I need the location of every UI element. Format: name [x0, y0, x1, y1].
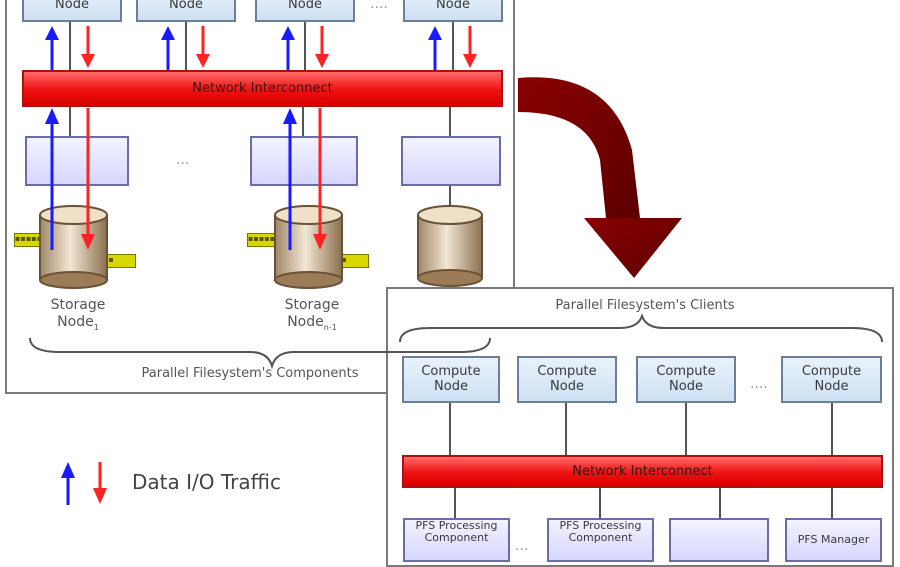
- server-processing-box-1: [25, 136, 129, 186]
- components-brace: [29, 337, 491, 370]
- client-connector-lines: [449, 403, 833, 518]
- compute-node-1: Compute Node: [402, 356, 500, 403]
- disk-icon-2: [274, 205, 343, 289]
- ellipsis-clients: ....: [750, 376, 768, 392]
- server-processing-box-3: [401, 136, 501, 186]
- legend-arrows: [61, 462, 107, 505]
- diagram-artwork: [29, 22, 883, 518]
- compute-node-4: Compute Node: [781, 356, 882, 403]
- server-node-1: Node: [22, 0, 122, 22]
- big-curved-arrow: [518, 77, 682, 278]
- server-processing-box-2: [250, 136, 358, 186]
- clients-brace: [399, 312, 883, 343]
- clients-title: Parallel Filesystem's Clients: [555, 298, 735, 313]
- storage-node-label-1: Storage Node1: [50, 297, 106, 332]
- components-caption: Parallel Filesystem's Components: [141, 366, 359, 381]
- server-node-3: Node: [255, 0, 355, 22]
- pfs-manager: PFS Manager: [785, 518, 882, 562]
- compute-node-3: Compute Node: [636, 356, 736, 403]
- write-traffic-arrows: [81, 26, 477, 250]
- read-traffic-arrows: [45, 26, 442, 250]
- disk-icon-1: [39, 205, 108, 289]
- network-interconnect-lower: Network Interconnect: [402, 455, 883, 488]
- compute-node-2: Compute Node: [517, 356, 617, 403]
- storage-node-label-2: Storage Noden-1: [284, 297, 340, 332]
- disk-icon-3: [417, 205, 483, 287]
- ellipsis-top: ....: [370, 0, 388, 12]
- legend-label: Data I/O Traffic: [132, 470, 281, 494]
- server-node-2: Node: [136, 0, 236, 22]
- network-interconnect-upper: Network Interconnect: [22, 70, 503, 107]
- server-node-4: Node: [403, 0, 503, 22]
- upper-connector-lines: [69, 22, 454, 212]
- ellipsis-middle: ...: [176, 152, 190, 168]
